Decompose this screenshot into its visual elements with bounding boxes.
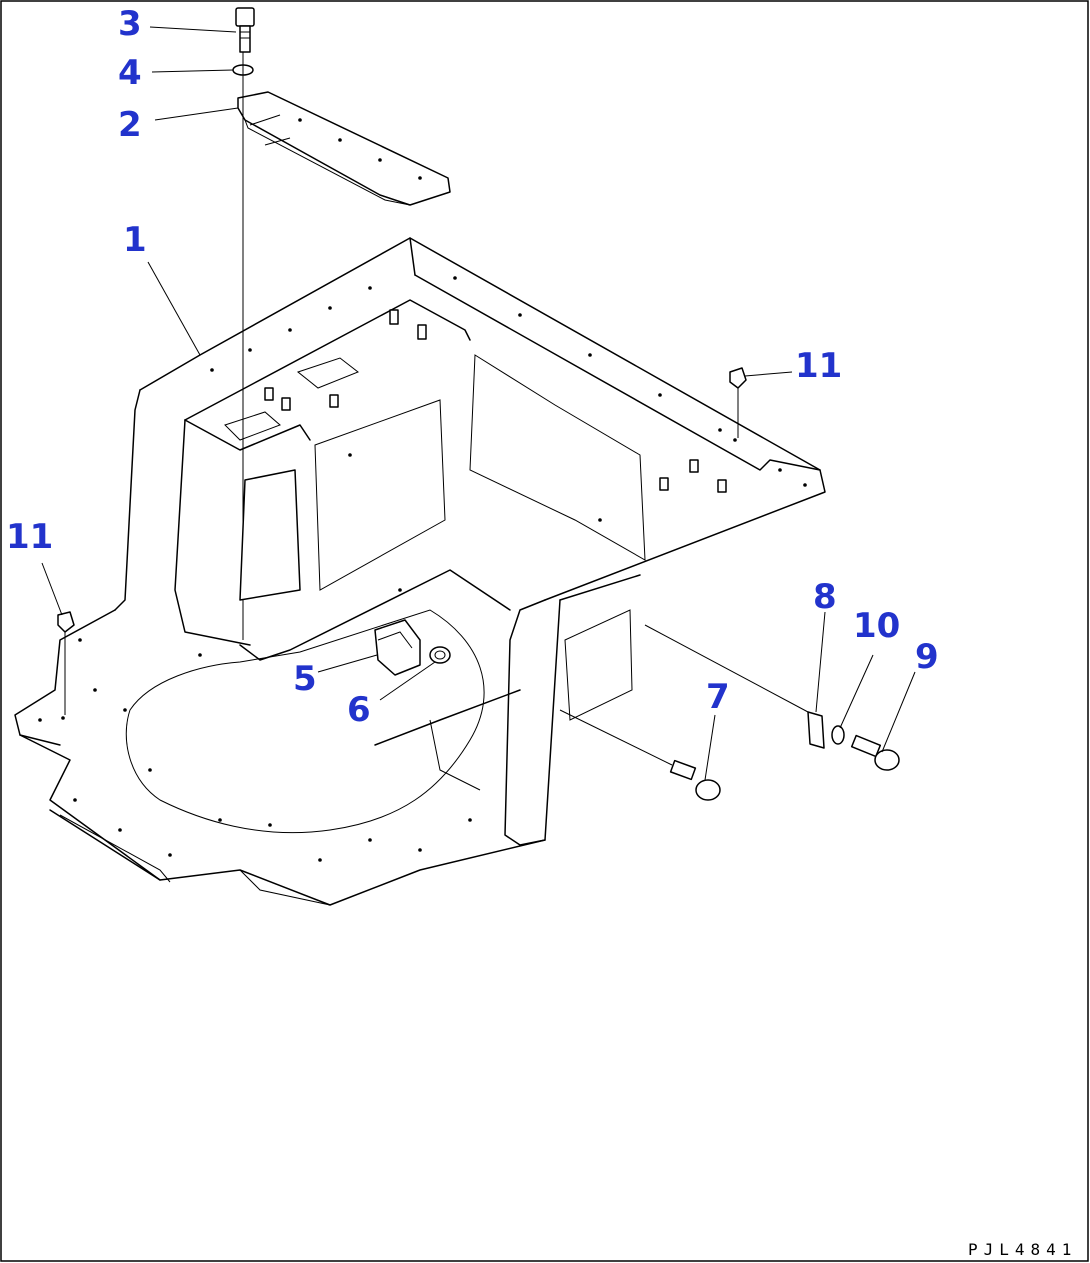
callout-2: 2	[118, 105, 142, 145]
assembly-line-8	[644, 624, 809, 713]
callout-8: 8	[813, 577, 837, 617]
part-3-bolt	[235, 7, 255, 53]
part-5-bracket	[374, 619, 421, 676]
part-7-bolt	[669, 759, 721, 801]
part-6-grommet	[429, 646, 451, 664]
leader-lines	[41, 26, 916, 781]
callout-4: 4	[118, 53, 142, 93]
part-8-plate	[807, 711, 825, 749]
callout-7: 7	[706, 677, 730, 717]
callout-6: 6	[347, 690, 371, 730]
drawing-code: PJL4841	[968, 1240, 1077, 1259]
part-1-frame	[14, 237, 826, 906]
part-2-plate	[237, 91, 451, 206]
part-11-clip-left	[57, 611, 75, 715]
part-9-bolt	[850, 734, 900, 771]
callout-10: 10	[853, 606, 900, 646]
part-10-washer	[831, 725, 845, 745]
callout-11-right: 11	[795, 346, 842, 386]
callout-1: 1	[123, 220, 147, 260]
callout-11-left: 11	[6, 517, 53, 557]
assembly-line-7	[559, 709, 673, 766]
part-11-clip-right	[729, 367, 747, 438]
callout-5: 5	[293, 659, 317, 699]
callout-3: 3	[118, 4, 142, 44]
callout-9: 9	[915, 637, 939, 677]
